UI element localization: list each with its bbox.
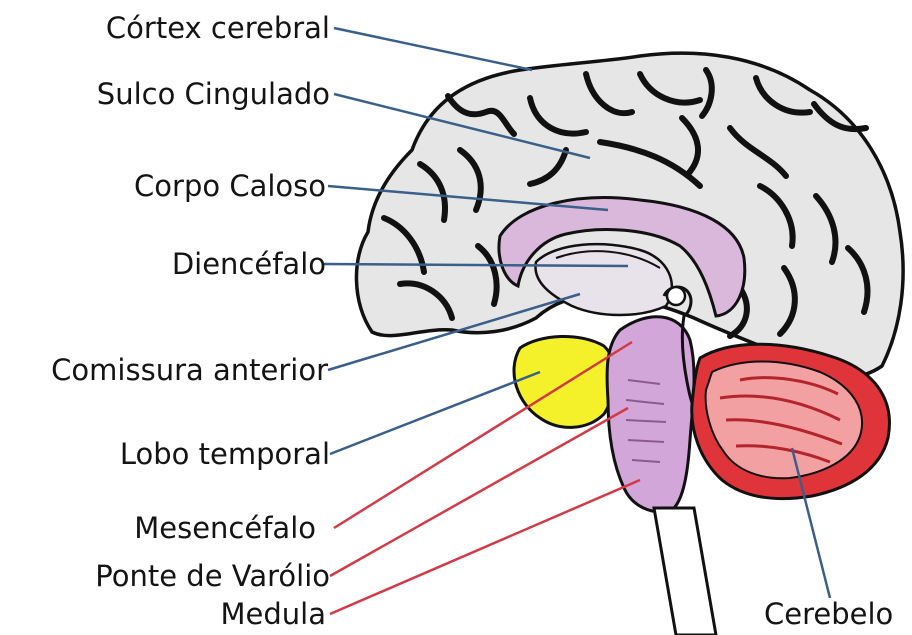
label-cortex-cerebral: Córtex cerebral: [0, 11, 330, 45]
label-corpo-caloso: Corpo Caloso: [0, 169, 326, 203]
label-comissura-anterior: Comissura anterior: [0, 353, 328, 387]
label-lobo-temporal: Lobo temporal: [0, 437, 330, 471]
spinal-cord-shape: [654, 508, 716, 635]
label-ponte-de-varolio: Ponte de Varólio: [0, 559, 330, 593]
label-diencefalo: Diencéfalo: [0, 247, 326, 281]
label-cerebelo: Cerebelo: [764, 597, 893, 631]
leader-cortex: [334, 28, 532, 70]
temporal-lobe-shape: [514, 336, 615, 427]
label-mesencefalo: Mesencéfalo: [0, 511, 316, 545]
brainstem-shape: [607, 317, 694, 512]
label-sulco-cingulado: Sulco Cingulado: [0, 77, 330, 111]
label-medula: Medula: [0, 597, 326, 631]
leader-lobo: [330, 372, 540, 454]
